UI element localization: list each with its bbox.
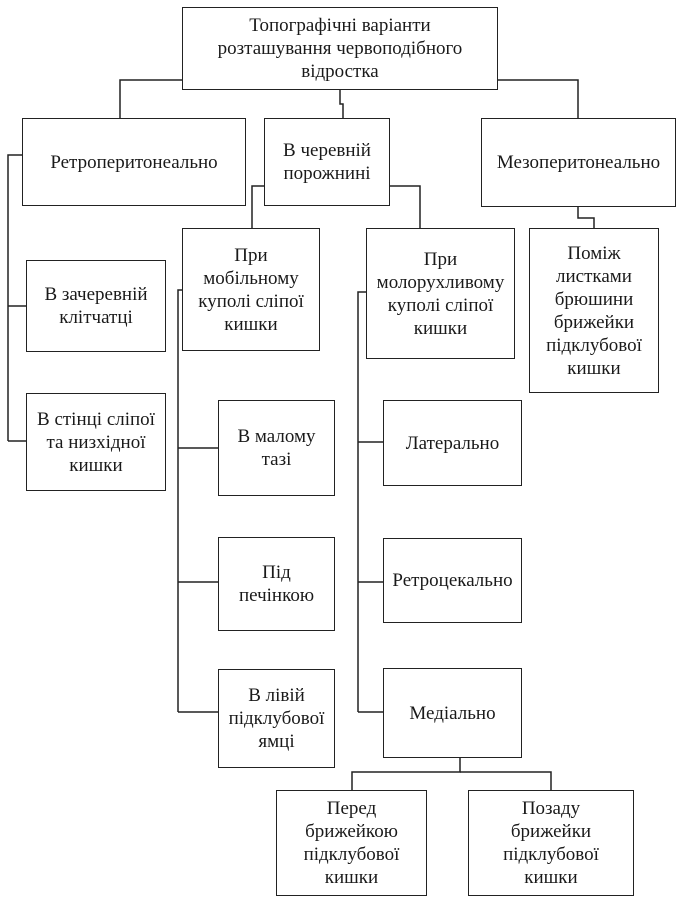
medial-node: Медіально bbox=[383, 668, 522, 758]
connector-abdominal-mobile bbox=[251, 185, 264, 228]
connector-mobile-children bbox=[177, 289, 182, 712]
under-liver-node: Під печінкою bbox=[218, 537, 335, 631]
mobile-dome-node: При мобільному куполі сліпої кишки bbox=[182, 228, 320, 351]
connector-lowmobile-children bbox=[357, 291, 366, 712]
front-of-mesentery-node: Перед брижейкою підклубової кишки bbox=[276, 790, 427, 896]
abdominal-cavity-node: В черевній порожнині bbox=[264, 118, 390, 206]
connector-root-meso bbox=[498, 79, 579, 118]
low-mobile-dome-node: При молорухливому куполі сліпої кишки bbox=[366, 228, 515, 359]
connector-retro-children bbox=[7, 154, 22, 441]
mesentery-leaves-node: Поміж листками брюшини брижейки підклубо… bbox=[529, 228, 659, 393]
cecum-wall-node: В стінці сліпої та низхідної кишки bbox=[26, 393, 166, 491]
connector-medial-children bbox=[351, 758, 461, 790]
mesoperitoneal-node: Мезоперитонеально bbox=[481, 118, 676, 207]
connector-root-retro bbox=[119, 79, 182, 118]
connector-root-abdominal bbox=[339, 90, 344, 118]
root-node: Топографічні варіанти розташування черво… bbox=[182, 7, 498, 90]
connector-meso-child bbox=[577, 207, 595, 228]
retrocecal-node: Ретроцекально bbox=[383, 538, 522, 623]
retroperitoneal-tissue-node: В зачеревній клітчатці bbox=[26, 260, 166, 352]
left-iliac-fossa-node: В лівій підклубової ямці bbox=[218, 669, 335, 768]
retroperitoneal-node: Ретроперитонеально bbox=[22, 118, 246, 206]
behind-mesentery-node: Позаду брижейки підклубової кишки bbox=[468, 790, 634, 896]
small-pelvis-node: В малому тазі bbox=[218, 400, 335, 496]
connector-abdominal-lowmobile bbox=[390, 185, 421, 228]
connector-medial-behind bbox=[460, 771, 552, 790]
lateral-node: Латерально bbox=[383, 400, 522, 486]
